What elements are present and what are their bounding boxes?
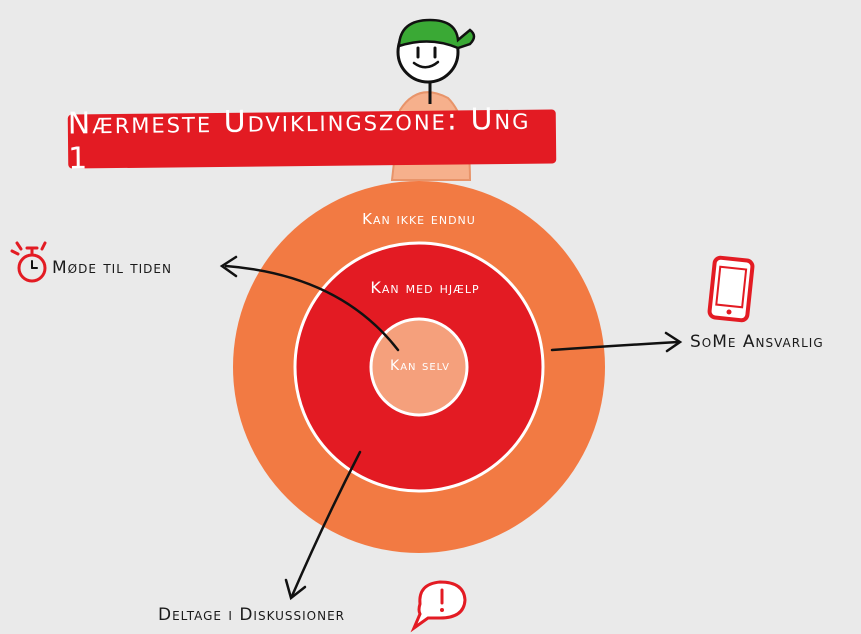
social-media-label: SoMe Ansvarlig <box>690 332 824 352</box>
outer-zone-label: Kan ikke endnu <box>362 210 476 228</box>
arrow-to-social-media <box>550 331 683 353</box>
smartphone-icon <box>707 255 755 323</box>
speech-bubble-icon <box>410 580 467 633</box>
stopwatch-icon <box>10 241 47 283</box>
page-title: Nærmeste Udviklingszone: Ung 1 <box>67 101 531 177</box>
arrow-to-discussions <box>284 450 362 601</box>
title-banner: Nærmeste Udviklingszone: Ung 1 <box>68 102 557 177</box>
zone-rings <box>233 181 605 553</box>
inner-zone-label: Kan selv <box>390 358 450 374</box>
discussions-label: Deltage i Diskussioner <box>158 605 346 625</box>
arrow-to-timeliness <box>219 255 400 352</box>
middle-zone-label: Kan med hjælp <box>370 278 480 297</box>
inner-zone <box>369 317 469 417</box>
timeliness-label: Møde til tiden <box>52 258 172 278</box>
